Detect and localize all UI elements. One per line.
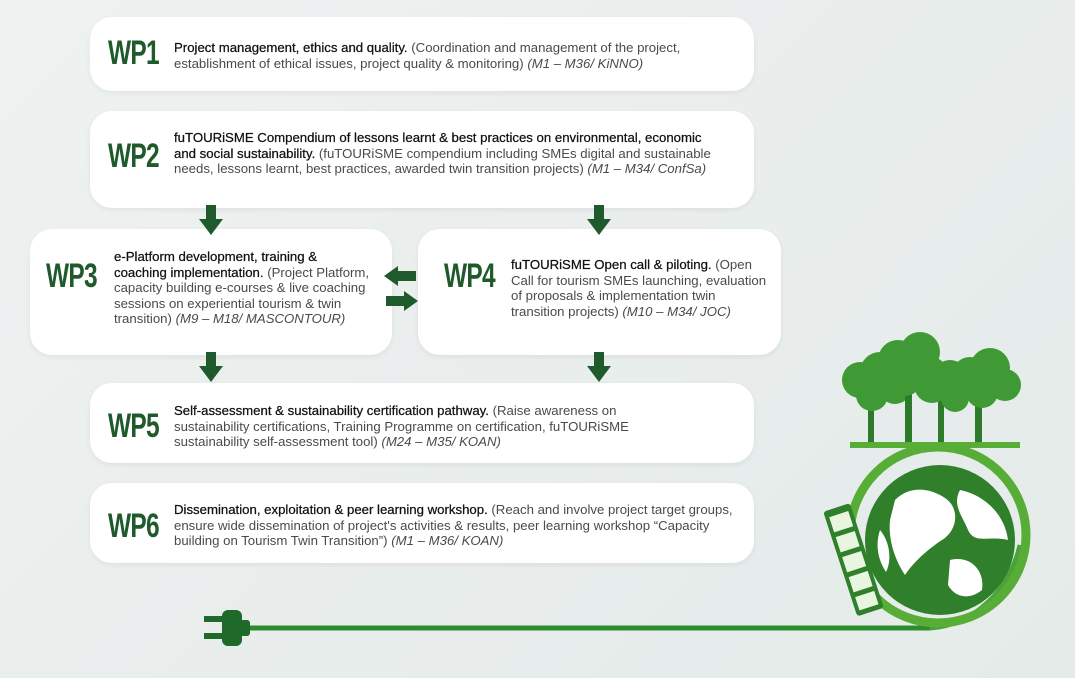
eco-globe-plug-icon: [0, 0, 1075, 678]
